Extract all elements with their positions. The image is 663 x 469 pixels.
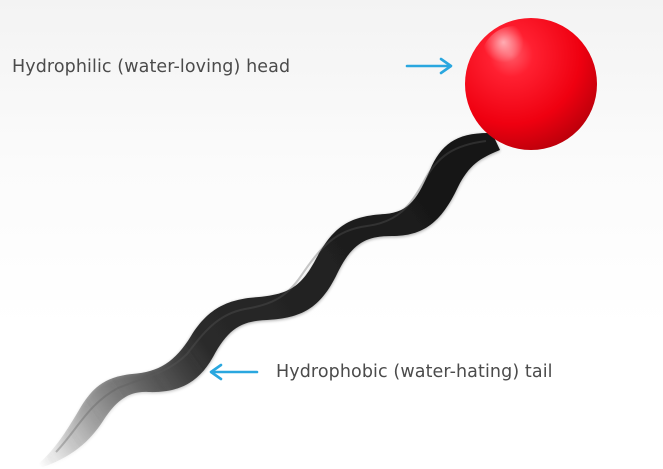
arrow-to-head — [407, 59, 451, 73]
hydrophobic-tail — [37, 133, 500, 469]
tail-wave-shape — [37, 133, 500, 469]
hydrophilic-head-label: Hydrophilic (water-loving) head — [12, 56, 290, 78]
hydrophilic-head — [465, 18, 597, 150]
arrow-to-tail — [211, 365, 257, 379]
red-sphere-highlight — [481, 26, 549, 94]
hydrophobic-tail-label: Hydrophobic (water-hating) tail — [276, 361, 553, 383]
